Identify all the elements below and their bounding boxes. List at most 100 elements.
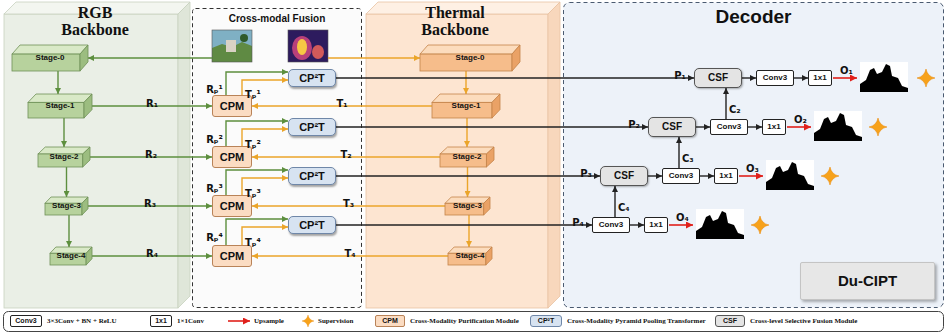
- box-label: Stage-0: [36, 53, 65, 62]
- box-label: 1x1: [649, 220, 662, 229]
- edge-label-holder: Rₚ³: [206, 178, 223, 196]
- box-label: CP²T: [299, 170, 325, 183]
- box-label: Conv3: [717, 122, 741, 131]
- connector: [467, 167, 468, 197]
- csf-box: CSF: [648, 117, 696, 137]
- edge-label-holder: R₁: [146, 93, 158, 111]
- signal-label: P₃: [580, 169, 592, 179]
- output-label: O₄: [676, 212, 689, 223]
- cp2t-box: CP²T: [288, 69, 336, 87]
- panel-title: Decoder: [563, 6, 944, 28]
- slab-front: [12, 54, 80, 71]
- output-label: O₂: [794, 114, 807, 125]
- conv1x1-box: 1x1: [644, 217, 668, 233]
- thermal-panel-ground: [366, 2, 560, 308]
- slab-front: [432, 102, 492, 118]
- edge-label-holder: C₄: [618, 197, 630, 215]
- connector: [466, 118, 467, 147]
- slab-top: [12, 45, 88, 54]
- slab-side: [484, 197, 490, 215]
- thermal-stage: Stage-0: [420, 45, 520, 71]
- rgb-stage: Stage-1: [28, 94, 92, 118]
- cp2t-box: CP²T: [288, 118, 336, 136]
- thermal-image: [288, 30, 328, 62]
- edge-label-holder: Rₚ¹: [206, 79, 223, 97]
- connector: [68, 215, 69, 247]
- box-label: CP²T: [538, 317, 554, 325]
- rgb-stage: Stage-2: [38, 147, 90, 167]
- panel-title: RGB Backbone: [45, 4, 145, 38]
- connector: [700, 175, 714, 176]
- conv3-box: Conv3: [756, 70, 794, 86]
- edge-label-holder: R₂: [145, 144, 157, 162]
- connector: [630, 224, 644, 225]
- edge-label-holder: P₁: [674, 65, 686, 83]
- legend-entry: 1×1Conv: [177, 311, 223, 331]
- edge-label-holder: R₃: [144, 193, 156, 211]
- box-label: Stage-4: [57, 251, 86, 260]
- legend-csf-sample: CSF: [715, 315, 745, 327]
- decoder-panel-ground: [564, 3, 944, 308]
- slab-side: [83, 147, 90, 167]
- legend-text: 1×1Conv: [177, 317, 204, 325]
- legend-entry: Cross-Modality Purification Module: [410, 311, 522, 331]
- output-label-holder: O₃: [746, 158, 759, 176]
- slab-side: [86, 247, 92, 265]
- signal-label: Tₚ¹: [245, 90, 261, 100]
- edge-label-holder: P₂: [628, 114, 640, 132]
- heat-blob: [292, 36, 312, 60]
- upsample-arrow: [669, 224, 693, 226]
- connector: [465, 71, 466, 94]
- illustration: [4, 30, 944, 332]
- legend-frame: [4, 312, 944, 332]
- edge-label-holder: P₄: [572, 212, 584, 230]
- signal-label: Tₚ³: [245, 189, 261, 199]
- box-label: 1x1: [767, 122, 780, 131]
- signal-label: Rₚ⁴: [206, 233, 223, 243]
- edge-label-holder: T₃: [343, 193, 354, 211]
- image-frame: [212, 30, 252, 62]
- conv1x1-box: 1x1: [714, 168, 738, 184]
- thermal-stage: Stage-4: [448, 247, 492, 265]
- connector: [468, 215, 469, 247]
- signal-label: R₃: [144, 199, 156, 209]
- connector: [336, 126, 648, 127]
- box-label: CPM: [220, 100, 244, 113]
- conv3-box: Conv3: [592, 217, 630, 233]
- input-line: [328, 57, 420, 58]
- image-frame: [288, 30, 328, 62]
- box-label: CP²T: [299, 72, 325, 85]
- output-label: O₃: [746, 163, 759, 174]
- slab-top: [432, 94, 500, 102]
- rgb-panel-ground: [4, 2, 190, 308]
- signal-label: T₂: [340, 150, 351, 160]
- supervision-star: [821, 167, 839, 185]
- edge-label-holder: Tₚ¹: [245, 84, 261, 102]
- rgb-stage: Stage-3: [45, 197, 88, 215]
- box-label: CP²T: [299, 121, 325, 134]
- box-label: Stage-2: [50, 152, 79, 161]
- edge-label-holder: Tₚ²: [245, 134, 261, 152]
- legend-entry: Cross-level Selective Fusion Module: [750, 311, 900, 331]
- signal-label: R₁: [146, 99, 158, 109]
- connector: [725, 88, 726, 119]
- box-label: Stage-0: [456, 53, 485, 62]
- signal-label: P₂: [628, 120, 640, 130]
- legend-text: 3×3Conv + BN + ReLU: [47, 317, 117, 325]
- slab-side: [492, 94, 500, 118]
- panel-grounds: [4, 2, 944, 308]
- box-label: Du-CIPT: [838, 272, 897, 289]
- edge-label-holder: Rₚ⁴: [206, 227, 223, 245]
- box-label: 1x1: [813, 73, 826, 82]
- upsample-arrow: [787, 126, 811, 128]
- box-label: Conv3: [763, 73, 787, 82]
- output-mask: [860, 62, 908, 92]
- connector: [57, 71, 58, 94]
- box-label: Stage-1: [46, 101, 75, 110]
- signal-label: Tₚ⁴: [245, 238, 261, 248]
- cpm-box: CPM: [212, 245, 252, 267]
- box-label: Stage-4: [456, 251, 485, 260]
- edge-label-holder: Rₚ²: [206, 129, 223, 147]
- edge-label-holder: T₄: [344, 243, 355, 261]
- legend-entry: Upsample: [254, 311, 300, 331]
